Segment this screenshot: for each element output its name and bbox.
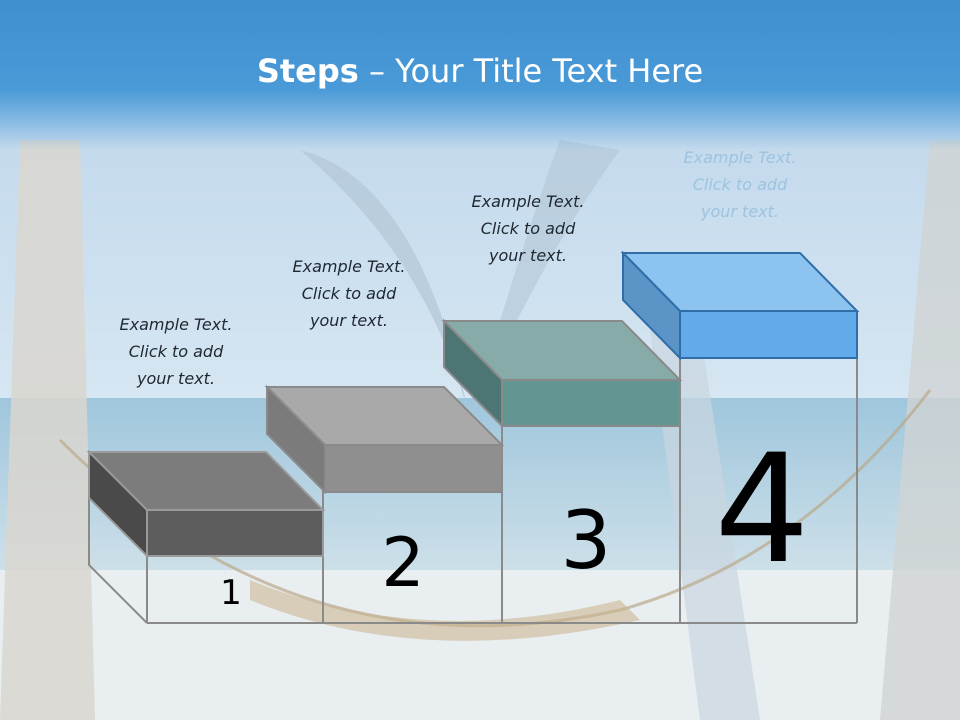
step-4-block[interactable]	[620, 250, 860, 361]
step-3-front	[501, 379, 681, 427]
step-2-line-1: Example Text.	[292, 257, 406, 276]
title-bar	[0, 0, 960, 150]
slide-title[interactable]: Steps – Your Title Text Here	[0, 52, 960, 90]
step-3-line-1: Example Text.	[471, 192, 585, 211]
step-2-block[interactable]	[264, 384, 505, 495]
step-1-text[interactable]: Example Text. Click to add your text.	[86, 311, 266, 392]
step-4-text[interactable]: Example Text. Click to add your text.	[650, 144, 830, 225]
step-3-line-3: your text.	[488, 246, 567, 265]
step-4-line-3: your text.	[700, 202, 779, 221]
step-1-block[interactable]	[86, 449, 326, 559]
step-2-line-2: Click to add	[301, 284, 397, 303]
step-1-line-1: Example Text.	[119, 315, 233, 334]
step-4-front	[679, 310, 858, 359]
step-2-line-3: your text.	[309, 311, 388, 330]
step-3-block[interactable]	[441, 318, 683, 429]
step-3-number: 3	[561, 494, 612, 587]
step-2-front	[324, 444, 503, 493]
step-4-line-1: Example Text.	[683, 148, 797, 167]
step-1-front	[146, 509, 324, 557]
step-1-line-3: your text.	[136, 369, 215, 388]
step-3-line-2: Click to add	[480, 219, 576, 238]
step-1-line-2: Click to add	[128, 342, 224, 361]
title-bold: Steps	[256, 52, 359, 90]
step-3-text[interactable]: Example Text. Click to add your text.	[438, 188, 618, 269]
step-4-number: 4	[714, 423, 809, 597]
step-2-text[interactable]: Example Text. Click to add your text.	[259, 253, 439, 334]
step-2-number: 2	[381, 524, 424, 603]
step-1-number: 1	[220, 573, 242, 613]
title-rest: – Your Title Text Here	[358, 52, 704, 90]
step-4-line-2: Click to add	[692, 175, 788, 194]
